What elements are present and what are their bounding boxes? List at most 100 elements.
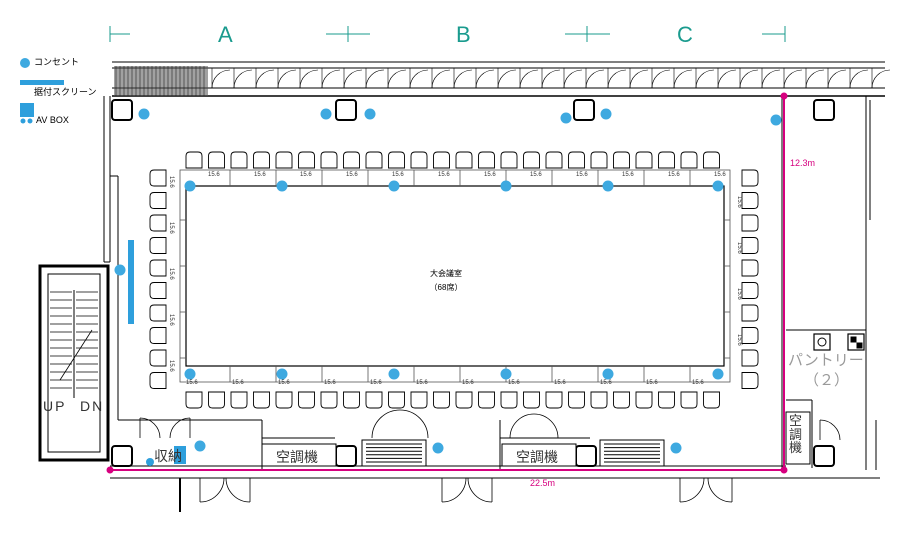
- chair: [658, 151, 675, 169]
- chair: [275, 151, 293, 169]
- pantry-label: パントリー: [788, 352, 864, 369]
- chair: [410, 151, 428, 169]
- structural-column: [573, 99, 595, 121]
- chair: [433, 151, 450, 169]
- table-code: 15.6: [168, 222, 174, 234]
- outlet-marker: [500, 368, 512, 380]
- table-code: 15.6: [300, 172, 312, 178]
- chair: [741, 214, 759, 232]
- outlet-marker: [560, 112, 572, 124]
- right-edge: [866, 95, 885, 470]
- table-code: 15.6: [324, 380, 336, 386]
- window-arc: [607, 69, 627, 89]
- table-inner-edge: [185, 185, 725, 367]
- chair: [590, 391, 608, 409]
- window-arc: [629, 69, 649, 89]
- chair: [680, 391, 698, 409]
- chair: [149, 282, 167, 299]
- chair: [149, 259, 167, 277]
- table-code: 15.6: [232, 380, 244, 386]
- table-code: 15.6: [254, 172, 266, 178]
- window-arc: [387, 69, 407, 89]
- outlet-marker: [276, 180, 288, 192]
- chair: [149, 372, 167, 389]
- chair: [703, 151, 720, 169]
- section-b-label: B: [456, 22, 471, 47]
- table-code: 15.6: [484, 172, 496, 178]
- chair: [635, 391, 653, 409]
- window-arc: [431, 69, 451, 89]
- table-code: 15.6: [438, 172, 450, 178]
- door-swings: [139, 409, 841, 503]
- table-code: 15.6: [600, 380, 612, 386]
- window-arc: [321, 69, 341, 89]
- chair: [455, 151, 473, 169]
- chair: [410, 391, 428, 409]
- chair: [343, 151, 360, 169]
- table-code: 15.6: [278, 380, 290, 386]
- pantry-number: （２）: [804, 372, 850, 389]
- window-arc: [211, 69, 231, 89]
- section-c-label: C: [677, 22, 693, 47]
- aircon-label-3: 空調機: [789, 413, 803, 456]
- stair-up-label: UP: [43, 398, 67, 414]
- window-arc: [255, 69, 275, 89]
- chair: [568, 391, 585, 409]
- outlet-marker: [184, 180, 196, 192]
- outlet-marker: [114, 264, 126, 276]
- chair: [208, 391, 225, 409]
- door-swing: [707, 477, 733, 503]
- structural-column: [575, 445, 597, 467]
- table-code: 15.6: [392, 172, 404, 178]
- outlet-marker: [712, 368, 724, 380]
- table-code: 15.6: [168, 176, 174, 188]
- structural-column: [111, 99, 133, 121]
- outlet-marker: [364, 108, 376, 120]
- window-arc: [541, 69, 561, 89]
- chair: [149, 327, 167, 344]
- chair: [741, 304, 759, 322]
- outlet-marker: [600, 108, 612, 120]
- outlet-marker: [432, 442, 444, 454]
- stair-dn-label: DN: [80, 398, 105, 414]
- chair: [545, 391, 563, 409]
- outlet-marker: [770, 114, 782, 126]
- table-code: 15.6: [370, 380, 382, 386]
- chair: [523, 391, 540, 409]
- window-arc: [519, 69, 539, 89]
- door-swing: [169, 417, 191, 439]
- chair: [613, 391, 630, 409]
- chair: [680, 151, 698, 169]
- table-code: 15.6: [530, 172, 542, 178]
- window-arc: [233, 69, 253, 89]
- window-arc: [783, 69, 803, 89]
- aircon-grilles: [366, 443, 660, 463]
- structural-column: [111, 445, 133, 467]
- window-arc: [871, 69, 891, 89]
- window-arc: [651, 69, 671, 89]
- chair: [741, 169, 759, 187]
- chair: [478, 151, 495, 169]
- door-swing: [199, 477, 225, 503]
- window-arc: [475, 69, 495, 89]
- pantry-fixtures: [813, 333, 865, 351]
- window-arc: [827, 69, 847, 89]
- legend-screen-label: 据付スクリーン: [34, 87, 97, 97]
- chair: [500, 151, 518, 169]
- window-arc: [585, 69, 605, 89]
- chair: [149, 237, 167, 254]
- table-code: 15.6: [692, 380, 704, 386]
- outlet-marker: [388, 180, 400, 192]
- chair: [298, 391, 315, 409]
- outlet-marker: [320, 108, 332, 120]
- window-arc: [497, 69, 517, 89]
- table-code: 15.6: [576, 172, 588, 178]
- chair: [590, 151, 608, 169]
- door-swing: [441, 477, 467, 503]
- table-outer-edge: [179, 169, 731, 383]
- chair: [568, 151, 585, 169]
- chair: [149, 192, 167, 209]
- chair: [703, 391, 720, 409]
- window-arc: [453, 69, 473, 89]
- outlet-marker: [276, 368, 288, 380]
